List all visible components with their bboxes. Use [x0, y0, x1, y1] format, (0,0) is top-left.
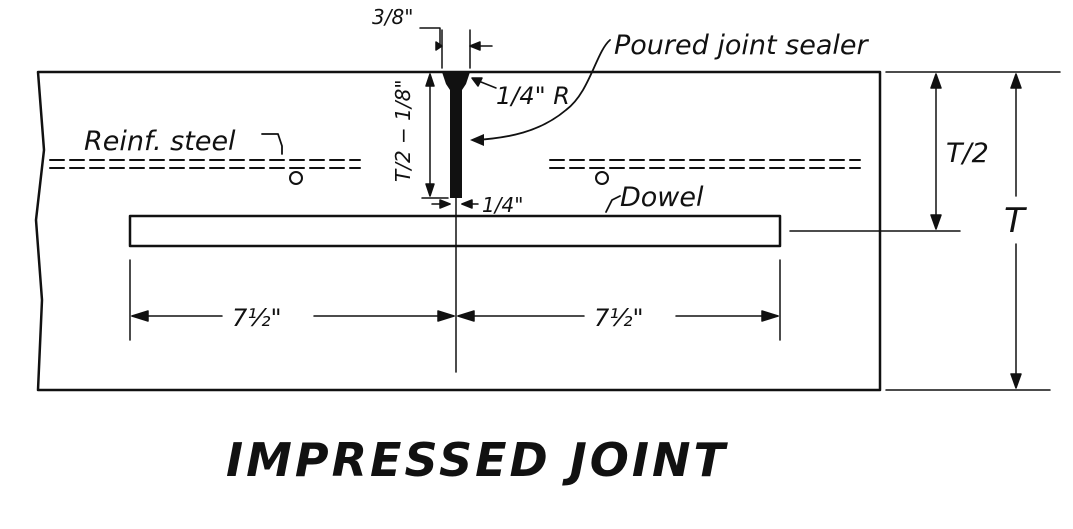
- groove-width-dimension: [431, 199, 479, 209]
- top-width-dimension: [419, 27, 493, 69]
- sealer-arrowhead: [470, 134, 484, 146]
- depth-label: T: [1004, 201, 1027, 241]
- half-depth-label: T/2: [946, 138, 989, 169]
- sealer-label: Poured joint sealer: [614, 30, 869, 61]
- groove-depth-dimension: [421, 71, 449, 199]
- radius-label: 1/4" R: [496, 82, 570, 110]
- steel-label: Reinf. steel: [84, 126, 236, 157]
- depth-dimension: [885, 73, 1051, 391]
- dowel-label: Dowel: [620, 182, 704, 213]
- joint-sealer: [442, 72, 470, 198]
- dowel-leader: [605, 195, 621, 213]
- half-depth-dimension: [789, 71, 1061, 232]
- steel-leader: [261, 133, 283, 155]
- right-length-label: 7½": [594, 304, 644, 332]
- drawing-title: IMPRESSED JOINT: [226, 433, 729, 487]
- slab-outline: [34, 70, 882, 392]
- dowel-length-dimension: [129, 259, 781, 341]
- rebar-left-circle: [289, 171, 303, 185]
- reinforcing-steel: [49, 159, 861, 169]
- left-length-label: 7½": [232, 304, 282, 332]
- groove-width-label: 1/4": [482, 193, 523, 217]
- dowel-bar: [128, 214, 782, 248]
- radius-leader: [471, 77, 497, 89]
- groove-depth-label: T/2 − 1/8": [391, 79, 415, 182]
- top-width-label: 3/8": [372, 5, 413, 29]
- sealer-leader: [475, 39, 611, 141]
- rebar-right-circle: [595, 171, 609, 185]
